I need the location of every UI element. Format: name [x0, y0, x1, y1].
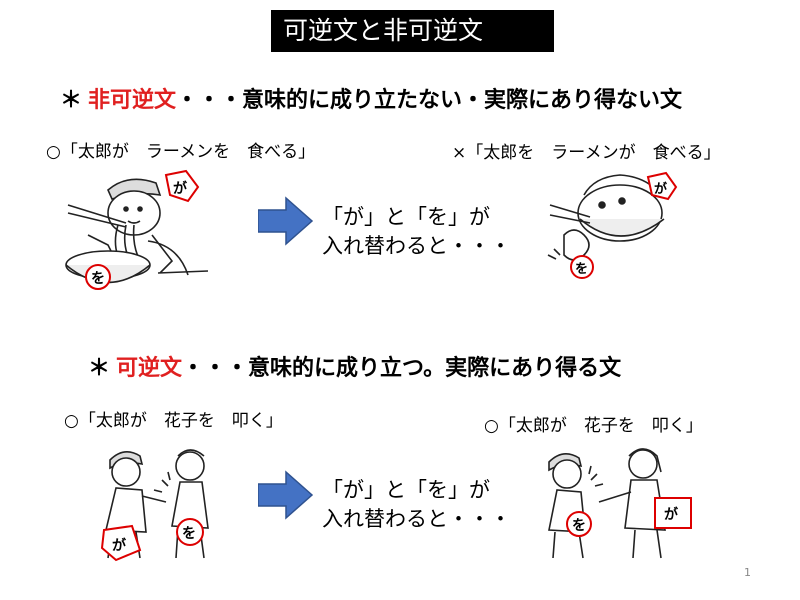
ga-tag-2-text: が	[654, 181, 667, 197]
ga-tag-3: が	[100, 524, 142, 562]
section1-heading: ＊非可逆文・・・意味的に成り立たない・実際にあり得ない文	[60, 82, 682, 114]
wo-tag-4: を	[566, 511, 592, 537]
section2-term: 可逆文	[116, 356, 183, 381]
girl-hits-boy-illustration: を が	[548, 448, 692, 559]
section2-heading: ＊可逆文・・・意味的に成り立つ。実際にあり得る文	[88, 350, 621, 382]
wo-tag-1: を	[85, 264, 111, 290]
wo-tag-4-text: を	[572, 518, 586, 534]
ga-tag-4-text: が	[664, 506, 679, 523]
right-arrow-icon	[258, 196, 314, 246]
section1-swap-line2: 入れ替わると・・・	[322, 234, 511, 258]
section1-rest: ・・・意味的に成り立たない・実際にあり得ない文	[176, 88, 683, 113]
page-title: 可逆文と非可逆文	[271, 10, 554, 52]
boy-eating-ramen-illustration: が を	[65, 169, 208, 290]
section2-swap-text: 「が」と「を」が 入れ替わると・・・	[322, 476, 511, 534]
section1-star: ＊	[60, 88, 83, 113]
section2-star: ＊	[88, 356, 111, 381]
ga-tag-1: が	[164, 169, 200, 203]
wo-tag-1-text: を	[91, 271, 105, 287]
page-title-text: 可逆文と非可逆文	[283, 16, 484, 45]
section2-right-sentence: ○「太郎が 花子を 叩く」	[484, 416, 703, 436]
section1-right-sentence: ×「太郎を ラーメンが 食べる」	[452, 143, 721, 163]
section2-swap-line2: 入れ替わると・・・	[322, 507, 511, 531]
section2-swap-line1: 「が」と「を」が	[322, 478, 490, 502]
wo-tag-2: を	[570, 255, 594, 279]
section1-swap-line1: 「が」と「を」が	[322, 205, 490, 229]
section2-left-sentence: ○「太郎が 花子を 叩く」	[64, 411, 283, 431]
ga-tag-1-text: が	[173, 180, 188, 197]
section1-swap-text: 「が」と「を」が 入れ替わると・・・	[322, 203, 511, 261]
section2-rest: ・・・意味的に成り立つ。実際にあり得る文	[182, 356, 622, 381]
wo-tag-3: を	[176, 518, 204, 546]
right-arrow-icon-2	[258, 470, 314, 520]
wo-tag-3-text: を	[182, 526, 196, 542]
page-number: 1	[744, 566, 751, 579]
boy-hits-girl-illustration: が を	[100, 449, 209, 562]
wo-tag-2-text: を	[575, 262, 588, 277]
ramen-eating-boy-illustration: が を	[547, 171, 678, 279]
section1-term: 非可逆文	[88, 88, 177, 113]
ga-tag-4: が	[654, 497, 692, 529]
section1-left-sentence: ○「太郎が ラーメンを 食べる」	[46, 142, 316, 162]
ga-tag-3-text: が	[112, 537, 127, 554]
ga-tag-2: が	[646, 171, 678, 201]
